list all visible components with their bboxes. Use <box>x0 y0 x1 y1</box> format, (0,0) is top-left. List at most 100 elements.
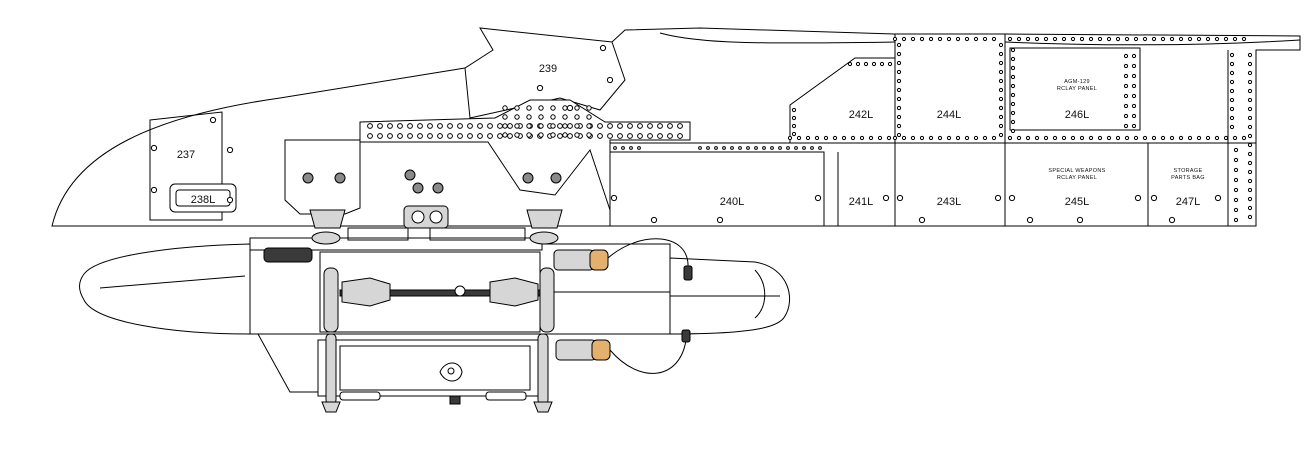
rivet <box>998 105 1004 111</box>
rivet <box>1106 135 1112 141</box>
rivet <box>457 133 463 139</box>
rivet <box>998 123 1004 129</box>
panel-244l-label[interactable]: 244L <box>937 109 961 121</box>
rivet <box>855 61 861 67</box>
rivet <box>1131 53 1137 59</box>
rivet <box>502 114 508 120</box>
panel-246l-label[interactable]: 246L <box>1065 109 1089 121</box>
rivet <box>432 182 444 194</box>
rivet <box>447 133 453 139</box>
rivet <box>647 133 653 139</box>
panel-241l-label[interactable]: 241L <box>849 196 873 208</box>
rivet <box>823 135 829 141</box>
rivet <box>716 216 724 224</box>
rivet <box>407 133 413 139</box>
rivet <box>1034 36 1040 42</box>
rivet <box>1229 97 1235 103</box>
rivet <box>1247 133 1253 139</box>
rivet <box>427 133 433 139</box>
rivet <box>964 36 970 42</box>
rivet <box>514 123 520 129</box>
rivet <box>1061 36 1067 42</box>
rivet <box>1061 135 1067 141</box>
rivet <box>1247 88 1253 94</box>
rivet <box>566 104 574 112</box>
panel-247l-label[interactable]: 247L <box>1176 196 1200 208</box>
rivet <box>910 135 916 141</box>
rivet <box>538 114 544 120</box>
upper-connector-cap <box>589 249 609 271</box>
rivet <box>427 123 433 129</box>
rivet <box>677 133 683 139</box>
panel-243l-label[interactable]: 243L <box>937 196 961 208</box>
rivet <box>998 114 1004 120</box>
rivet <box>417 123 423 129</box>
rivet <box>818 146 822 150</box>
rivet <box>754 146 758 150</box>
rivet <box>1026 216 1034 224</box>
panel-240l-label[interactable]: 240L <box>720 196 744 208</box>
rivet <box>1052 36 1058 42</box>
rivet <box>832 135 838 141</box>
rivet <box>1007 36 1013 42</box>
rivet <box>1247 214 1253 220</box>
panel-237[interactable]: 237 <box>149 111 223 221</box>
rivet <box>507 123 513 129</box>
panel-238l[interactable]: 238L <box>169 183 237 213</box>
rivet <box>637 146 641 150</box>
rivet <box>910 36 916 42</box>
rivet <box>1010 128 1016 134</box>
rivet <box>550 114 556 120</box>
rivet <box>150 186 158 194</box>
rivet <box>1229 61 1235 67</box>
rivet <box>1233 147 1239 153</box>
rivet <box>1247 160 1253 166</box>
rivet <box>730 146 734 150</box>
rivet <box>607 133 613 139</box>
rivet <box>617 123 623 129</box>
panel-237-label: 237 <box>177 149 195 161</box>
rivet <box>770 146 774 150</box>
rivet <box>1010 110 1016 116</box>
rivet <box>814 135 820 141</box>
rivet <box>991 36 997 42</box>
panel-245l-label[interactable]: 245L <box>1065 196 1089 208</box>
rivet <box>550 132 556 138</box>
rivet <box>1214 135 1220 141</box>
lower-connector-body <box>555 339 597 361</box>
rivet <box>791 123 797 129</box>
rivet <box>896 78 902 84</box>
rivet <box>1131 123 1137 129</box>
rivet <box>1223 36 1229 42</box>
rivet <box>502 132 508 138</box>
rivet <box>1007 135 1013 141</box>
rivet <box>847 61 853 67</box>
rivet <box>1088 135 1094 141</box>
rivet <box>557 133 563 139</box>
rivet <box>937 135 943 141</box>
panel-242l-label[interactable]: 242L <box>849 109 873 121</box>
rivet <box>1016 135 1022 141</box>
rivet <box>1106 36 1112 42</box>
rivet <box>538 105 544 111</box>
rivet <box>1010 101 1016 107</box>
special-weapons-note-line2: RCLAY PANEL <box>1057 175 1097 181</box>
rivet <box>919 36 925 42</box>
rivet <box>677 123 683 129</box>
rivet <box>1010 74 1016 80</box>
rivet <box>1131 83 1137 89</box>
panel-grid <box>609 34 1256 227</box>
panel-239[interactable]: 239 <box>464 41 626 119</box>
rivet <box>814 194 822 202</box>
rivet <box>1232 36 1238 42</box>
rivet <box>994 194 1002 202</box>
rivet <box>1229 106 1235 112</box>
rivet <box>955 135 961 141</box>
agm-note-line2: RCLAY PANEL <box>1057 86 1097 92</box>
rivet <box>1187 135 1193 141</box>
rivet <box>586 105 592 111</box>
rivet <box>412 182 424 194</box>
rivet <box>226 196 234 204</box>
rivet <box>650 216 658 224</box>
rivet <box>778 146 782 150</box>
